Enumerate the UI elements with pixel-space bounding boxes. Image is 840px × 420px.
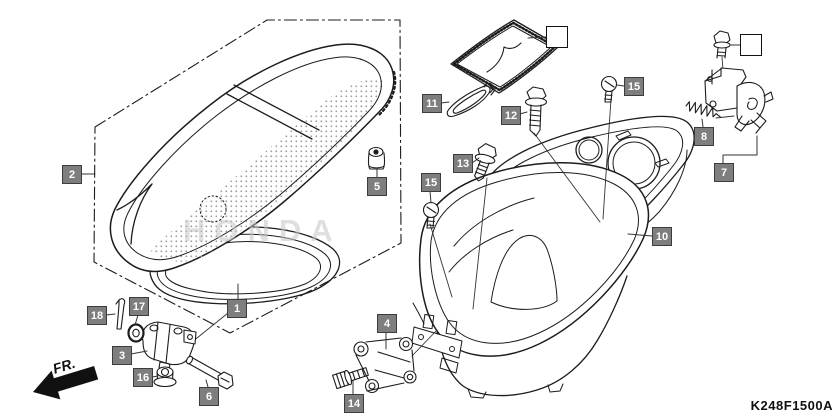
flange-bolt-ref [713, 30, 731, 59]
washer-part [127, 323, 145, 343]
strap-loop-part [446, 82, 496, 117]
callout-5[interactable]: 5 [367, 177, 387, 196]
seat-boundary-dashed [93, 19, 402, 334]
callout-15a[interactable]: 15 [624, 77, 644, 96]
honda-watermark: HONDA [183, 213, 342, 248]
flange-bolt-12 [524, 86, 548, 137]
callout-ref-bag[interactable] [546, 26, 568, 48]
pin-part [115, 298, 126, 330]
callout-11[interactable]: 11 [422, 94, 442, 113]
callout-12[interactable]: 12 [501, 106, 521, 125]
callout-18[interactable]: 18 [87, 306, 107, 325]
callout-1[interactable]: 1 [227, 299, 247, 318]
callout-13[interactable]: 13 [453, 154, 473, 173]
seat-part [109, 43, 397, 273]
fr-label: FR. [51, 355, 77, 377]
assembly-lines [191, 56, 735, 357]
screw-15-top [600, 75, 618, 103]
bracket-part [141, 321, 197, 371]
callout-leaders [81, 36, 758, 395]
callout-3[interactable]: 3 [112, 346, 132, 365]
fr-arrow-icon: FR. [33, 355, 99, 400]
callout-10[interactable]: 10 [652, 227, 672, 246]
diagram-code: K248F1500A [750, 398, 833, 413]
luggage-box-part [411, 115, 695, 399]
callout-14[interactable]: 14 [344, 394, 364, 413]
hinge-part [353, 336, 417, 394]
tool-bag-part [450, 19, 560, 94]
flange-nut-part [153, 366, 177, 388]
rod-bolt-part [185, 355, 234, 390]
callout-4[interactable]: 4 [377, 314, 397, 333]
callout-17[interactable]: 17 [129, 297, 149, 316]
cap-nut-part [367, 146, 386, 170]
callout-6[interactable]: 6 [199, 387, 219, 406]
callout-ref-bolt[interactable] [740, 34, 762, 56]
bolt-14 [332, 367, 369, 390]
spring-part [685, 101, 721, 118]
callout-7[interactable]: 7 [714, 163, 734, 182]
callout-16[interactable]: 16 [133, 368, 153, 387]
callout-2[interactable]: 2 [62, 165, 82, 184]
seat-stipple-shading [150, 78, 385, 262]
latch-part [704, 67, 774, 134]
flange-bolt-13 [474, 143, 497, 182]
callout-8[interactable]: 8 [694, 127, 714, 146]
callout-15b[interactable]: 15 [421, 173, 441, 192]
seat-tail-piping [377, 70, 397, 117]
seat-strap-line [226, 84, 320, 140]
